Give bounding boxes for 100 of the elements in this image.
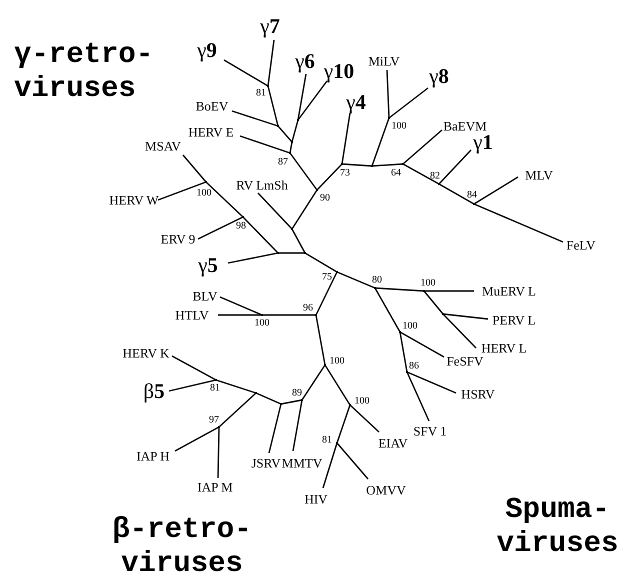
taxon-label: IAP M <box>197 480 233 494</box>
bootstrap-value: 90 <box>320 192 330 204</box>
bootstrap-value: 81 <box>210 382 220 394</box>
bootstrap-value: 100 <box>402 320 418 332</box>
branch-line <box>438 183 474 205</box>
branch-line <box>371 118 390 166</box>
branch-line <box>423 290 444 314</box>
taxon-label: HTLV <box>175 308 209 322</box>
branch-line <box>182 154 207 182</box>
taxon-label: MLV <box>525 168 553 182</box>
taxon-label: MSAV <box>145 138 181 154</box>
branch-line <box>278 252 305 254</box>
bootstrap-value: 97 <box>209 414 219 426</box>
taxon-label: HSRV <box>461 386 495 402</box>
branch-line <box>267 86 279 126</box>
taxon-label: MiLV <box>368 54 400 68</box>
taxon-label: γ9 <box>197 39 217 61</box>
bootstrap-value: 80 <box>372 274 382 286</box>
branch-line <box>297 80 328 120</box>
bootstrap-value: 100 <box>330 356 344 366</box>
bootstrap-value: 86 <box>409 360 419 372</box>
taxon-label: BLV <box>192 288 218 304</box>
branch-line <box>256 392 282 405</box>
branch-line <box>442 313 488 320</box>
branch-line <box>289 142 293 154</box>
branch-line <box>474 203 564 243</box>
branch-line <box>336 404 351 444</box>
branch-line <box>424 290 474 292</box>
taxon-label: FeLV <box>566 238 596 252</box>
bootstrap-value: 89 <box>292 388 302 398</box>
taxon-label: BaEVM <box>443 118 487 134</box>
branch-line <box>322 442 338 488</box>
branch-line <box>280 399 302 405</box>
taxon-label: HERV W <box>109 192 159 208</box>
branch-line <box>406 372 430 422</box>
branch-line <box>228 252 278 264</box>
branch-line <box>386 70 390 118</box>
bootstrap-value: 81 <box>256 88 266 98</box>
taxon-label: γ7 <box>260 15 280 37</box>
taxon-label: γ5 <box>198 254 218 276</box>
branch-line <box>240 135 290 154</box>
taxon-label: OMVV <box>366 482 406 498</box>
taxon-label: JSRV <box>251 456 281 470</box>
branch-line <box>301 364 326 400</box>
taxon-label: HERV K <box>122 346 170 360</box>
branch-line <box>291 190 318 230</box>
taxon-label: MMTV <box>282 456 322 470</box>
branch-line <box>232 110 278 127</box>
branch-line <box>198 216 244 240</box>
bootstrap-value: 96 <box>303 302 313 314</box>
branch-line <box>402 163 440 185</box>
branch-line <box>172 355 216 381</box>
taxon-label: SFV 1 <box>413 424 447 438</box>
taxon-label: γ4 <box>346 91 366 113</box>
taxon-label: γ1 <box>473 131 493 153</box>
branch-line <box>474 176 518 205</box>
branch-line <box>315 272 338 316</box>
bootstrap-value: 100 <box>254 318 270 328</box>
group-label: β-retro- viruses <box>111 513 253 580</box>
taxon-label: BoEV <box>196 98 228 114</box>
branch-line <box>342 163 372 167</box>
bootstrap-value: 87 <box>278 156 288 168</box>
branch-line <box>218 392 256 428</box>
taxon-label: HERV L <box>481 340 527 356</box>
branch-line <box>399 332 408 372</box>
branch-line <box>267 40 275 86</box>
taxon-label: HERV E <box>188 124 234 140</box>
taxon-label: γ8 <box>429 65 449 87</box>
branch-line <box>336 442 369 480</box>
branch-line <box>374 287 424 292</box>
taxon-label: HIV <box>304 492 328 506</box>
taxon-label: PERV L <box>492 312 536 328</box>
branch-line <box>402 129 442 165</box>
branch-line <box>174 426 220 452</box>
bootstrap-value: 100 <box>392 120 406 132</box>
bootstrap-value: 73 <box>340 168 350 178</box>
taxon-label: MuERV L <box>482 284 536 298</box>
branch-line <box>388 87 428 119</box>
taxon-label: IAP H <box>136 448 170 464</box>
branch-line <box>258 192 292 230</box>
branch-line <box>216 379 256 394</box>
branch-line <box>438 150 472 184</box>
branch-line <box>291 228 306 254</box>
branch-line <box>374 288 401 332</box>
bootstrap-value: 81 <box>322 434 332 446</box>
branch-line <box>291 120 299 142</box>
branch-line <box>242 216 278 254</box>
branch-line <box>324 364 351 406</box>
branch-line <box>168 379 216 392</box>
bootstrap-value: 82 <box>430 170 440 182</box>
branch-line <box>220 296 262 316</box>
bootstrap-value: 75 <box>322 272 332 282</box>
group-label: γ-retro- viruses <box>14 38 154 106</box>
bootstrap-value: 98 <box>236 220 246 232</box>
taxon-label: γ6 <box>295 50 315 72</box>
taxon-label: ERV 9 <box>160 232 196 246</box>
group-label: Spuma- viruses <box>496 493 620 561</box>
bootstrap-value: 100 <box>354 396 370 406</box>
taxon-label: FeSFV <box>446 354 484 368</box>
bootstrap-value: 100 <box>420 278 436 288</box>
